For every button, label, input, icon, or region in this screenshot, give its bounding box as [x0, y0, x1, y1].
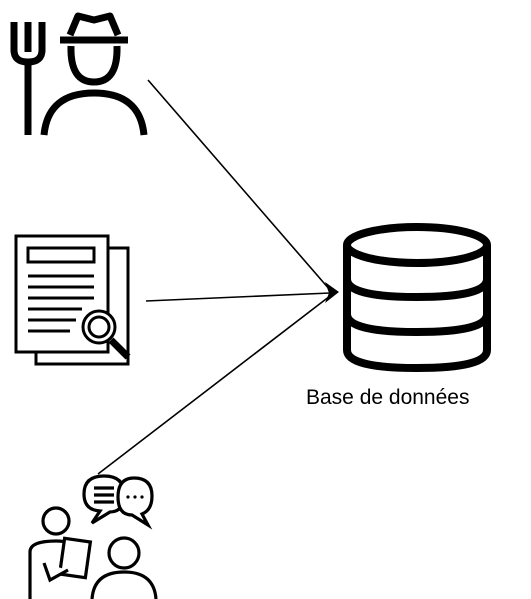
interview-icon — [28, 474, 158, 599]
connectors — [97, 79, 331, 475]
edge-interview-to-database — [97, 295, 331, 475]
arrowhead — [325, 282, 339, 303]
database-icon — [343, 223, 491, 373]
document-search-icon — [14, 234, 131, 366]
farmer-icon — [10, 12, 148, 136]
database-label: Base de données — [306, 386, 470, 409]
edge-document-to-database — [145, 292, 331, 302]
edge-farmer-to-database — [147, 79, 331, 291]
